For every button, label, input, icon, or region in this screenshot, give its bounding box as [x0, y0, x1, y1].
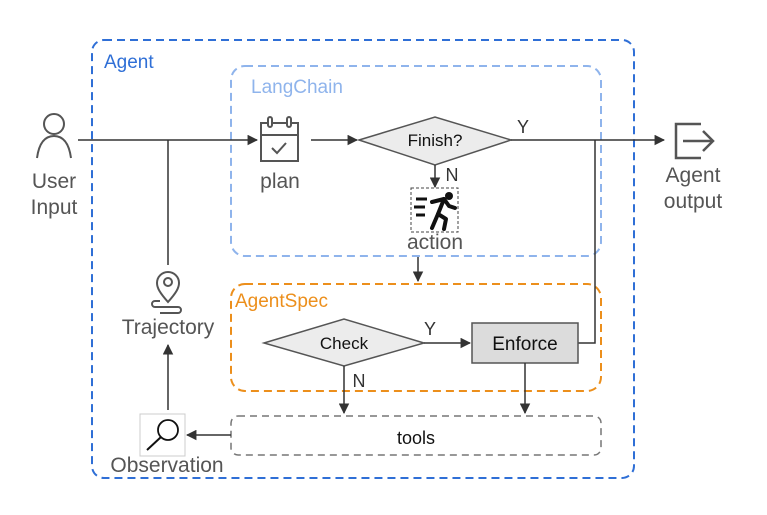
agent-container-label: Agent [104, 52, 154, 73]
check-no-label: N [353, 371, 366, 391]
action-label: action [407, 231, 463, 254]
agentspec-container [230, 283, 602, 392]
langchain-container [230, 65, 602, 257]
langchain-container-label: LangChain [251, 77, 343, 98]
agent-output-label-line1: Agent [666, 164, 721, 187]
check-label: Check [320, 334, 369, 353]
tools-label: tools [397, 428, 435, 448]
agentspec-container-label: AgentSpec [235, 291, 328, 312]
magnifier-icon [139, 413, 186, 457]
enforce-label: Enforce [492, 334, 557, 355]
user-input-label-line2: Input [31, 196, 78, 219]
user-icon [36, 113, 72, 159]
calendar-check-icon [260, 116, 299, 162]
running-person-icon [410, 187, 459, 233]
map-pin-route-icon [151, 271, 182, 314]
user-input-label-line1: User [32, 170, 76, 193]
exit-arrow-icon [674, 122, 715, 160]
check-yes-label: Y [424, 319, 436, 339]
trajectory-label: Trajectory [122, 316, 215, 339]
plan-label: plan [260, 170, 300, 193]
agent-container [91, 39, 635, 479]
finish-label: Finish? [408, 131, 463, 150]
finish-no-label: N [446, 165, 459, 185]
agent-output-label-line2: output [664, 190, 723, 213]
finish-yes-label: Y [517, 117, 529, 137]
observation-label: Observation [110, 454, 223, 477]
edge-enforce-to-output [578, 140, 596, 344]
